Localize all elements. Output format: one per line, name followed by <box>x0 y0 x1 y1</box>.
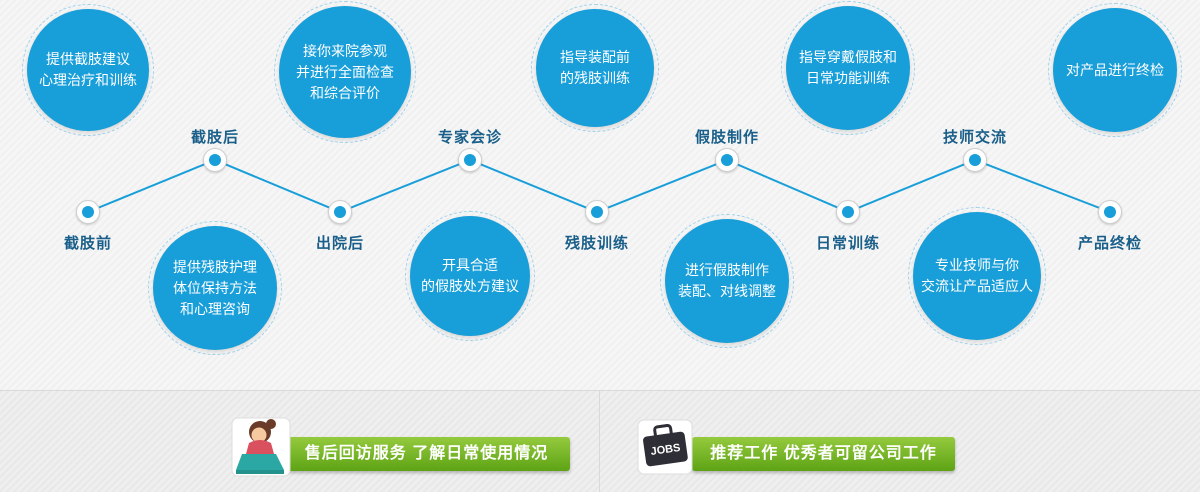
node-dot <box>82 206 94 218</box>
stage-label: 假肢制作 <box>694 129 759 146</box>
info-bubble-text: 专业技师与你 交流让产品适应人 <box>913 212 1041 340</box>
info-bubble: 提供截肢建议 心理治疗和训练 <box>22 4 154 136</box>
node-dot <box>842 206 854 218</box>
timeline-node <box>836 200 860 224</box>
node-dot <box>591 206 603 218</box>
footer-divider <box>599 390 600 492</box>
stage-label: 技师交流 <box>942 129 1007 146</box>
stage-label: 专家会诊 <box>437 129 502 146</box>
footer-area <box>0 390 1200 492</box>
stage-label: 截肢后 <box>190 129 239 146</box>
info-bubble-text: 接你来院参观 并进行全面检查 和综合评价 <box>279 6 411 138</box>
stage-label: 截肢前 <box>63 235 112 252</box>
timeline-node <box>1098 200 1122 224</box>
timeline-node <box>963 148 987 172</box>
info-bubble-text: 开具合适 的假肢处方建议 <box>410 216 530 336</box>
info-bubble-text: 提供截肢建议 心理治疗和训练 <box>27 9 149 131</box>
info-bubble: 接你来院参观 并进行全面检查 和综合评价 <box>274 1 416 143</box>
node-dot <box>334 206 346 218</box>
node-dot <box>464 154 476 166</box>
info-bubble-text: 进行假肢制作 装配、对线调整 <box>665 219 789 343</box>
info-bubble-text: 指导穿戴假肢和 日常功能训练 <box>786 6 910 130</box>
info-bubble: 开具合适 的假肢处方建议 <box>405 211 535 341</box>
stage-label: 残肢训练 <box>564 235 629 252</box>
info-bubble-text: 提供残肢护理 体位保持方法 和心理咨询 <box>153 226 277 350</box>
info-bubble: 指导装配前 的残肢训练 <box>531 4 659 132</box>
timeline-node <box>585 200 609 224</box>
info-bubble: 提供残肢护理 体位保持方法 和心理咨询 <box>148 221 282 355</box>
stage-label: 出院后 <box>315 235 364 252</box>
timeline-node <box>715 148 739 172</box>
jobs-icon-label: JOBS <box>650 442 681 458</box>
stage-label: 产品终检 <box>1077 235 1142 252</box>
node-dot <box>209 154 221 166</box>
aftersale-banner-button[interactable]: 售后回访服务 了解日常使用情况 <box>283 437 570 471</box>
timeline-node <box>328 200 352 224</box>
stage-label: 日常训练 <box>815 235 880 252</box>
customer-service-icon <box>231 417 291 477</box>
info-bubble: 专业技师与你 交流让产品适应人 <box>908 207 1046 345</box>
node-dot <box>721 154 733 166</box>
timeline-node <box>203 148 227 172</box>
jobs-banner-button[interactable]: 推荐工作 优秀者可留公司工作 <box>692 437 955 471</box>
timeline-node <box>76 200 100 224</box>
node-dot <box>1104 206 1116 218</box>
info-bubble: 对产品进行终检 <box>1048 3 1182 137</box>
timeline-node <box>458 148 482 172</box>
info-bubble-text: 指导装配前 的残肢训练 <box>536 9 654 127</box>
info-bubble: 进行假肢制作 装配、对线调整 <box>660 214 794 348</box>
node-dot <box>969 154 981 166</box>
info-bubble: 指导穿戴假肢和 日常功能训练 <box>781 1 915 135</box>
jobs-briefcase-icon: JOBS <box>637 419 693 475</box>
info-bubble-text: 对产品进行终检 <box>1053 8 1177 132</box>
